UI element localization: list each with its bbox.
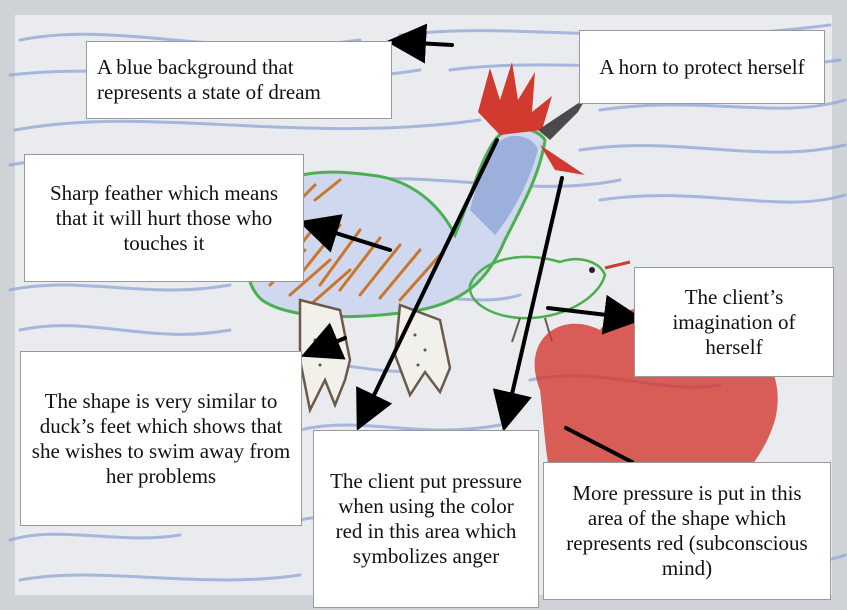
callout-imagination: The client’s imagination of herself: [634, 267, 834, 377]
callout-sharp-feather-text: Sharp feather which means that it will h…: [35, 181, 293, 256]
callout-horn: A horn to protect herself: [579, 30, 825, 104]
callout-blue-background-text: A blue background that represents a stat…: [97, 55, 381, 105]
callout-more-pressure-text: More pressure is put in this area of the…: [554, 481, 820, 581]
callout-pressure-red: The client put pressure when using the c…: [313, 430, 539, 608]
callout-sharp-feather: Sharp feather which means that it will h…: [24, 154, 304, 282]
callout-blue-background: A blue background that represents a stat…: [86, 41, 392, 119]
callout-pressure-red-text: The client put pressure when using the c…: [324, 469, 528, 569]
callout-duck-feet: The shape is very similar to duck’s feet…: [20, 351, 302, 526]
callout-more-pressure: More pressure is put in this area of the…: [543, 462, 831, 600]
callout-duck-feet-text: The shape is very similar to duck’s feet…: [31, 389, 291, 489]
callout-imagination-text: The client’s imagination of herself: [645, 285, 823, 360]
callout-horn-text: A horn to protect herself: [599, 55, 804, 80]
